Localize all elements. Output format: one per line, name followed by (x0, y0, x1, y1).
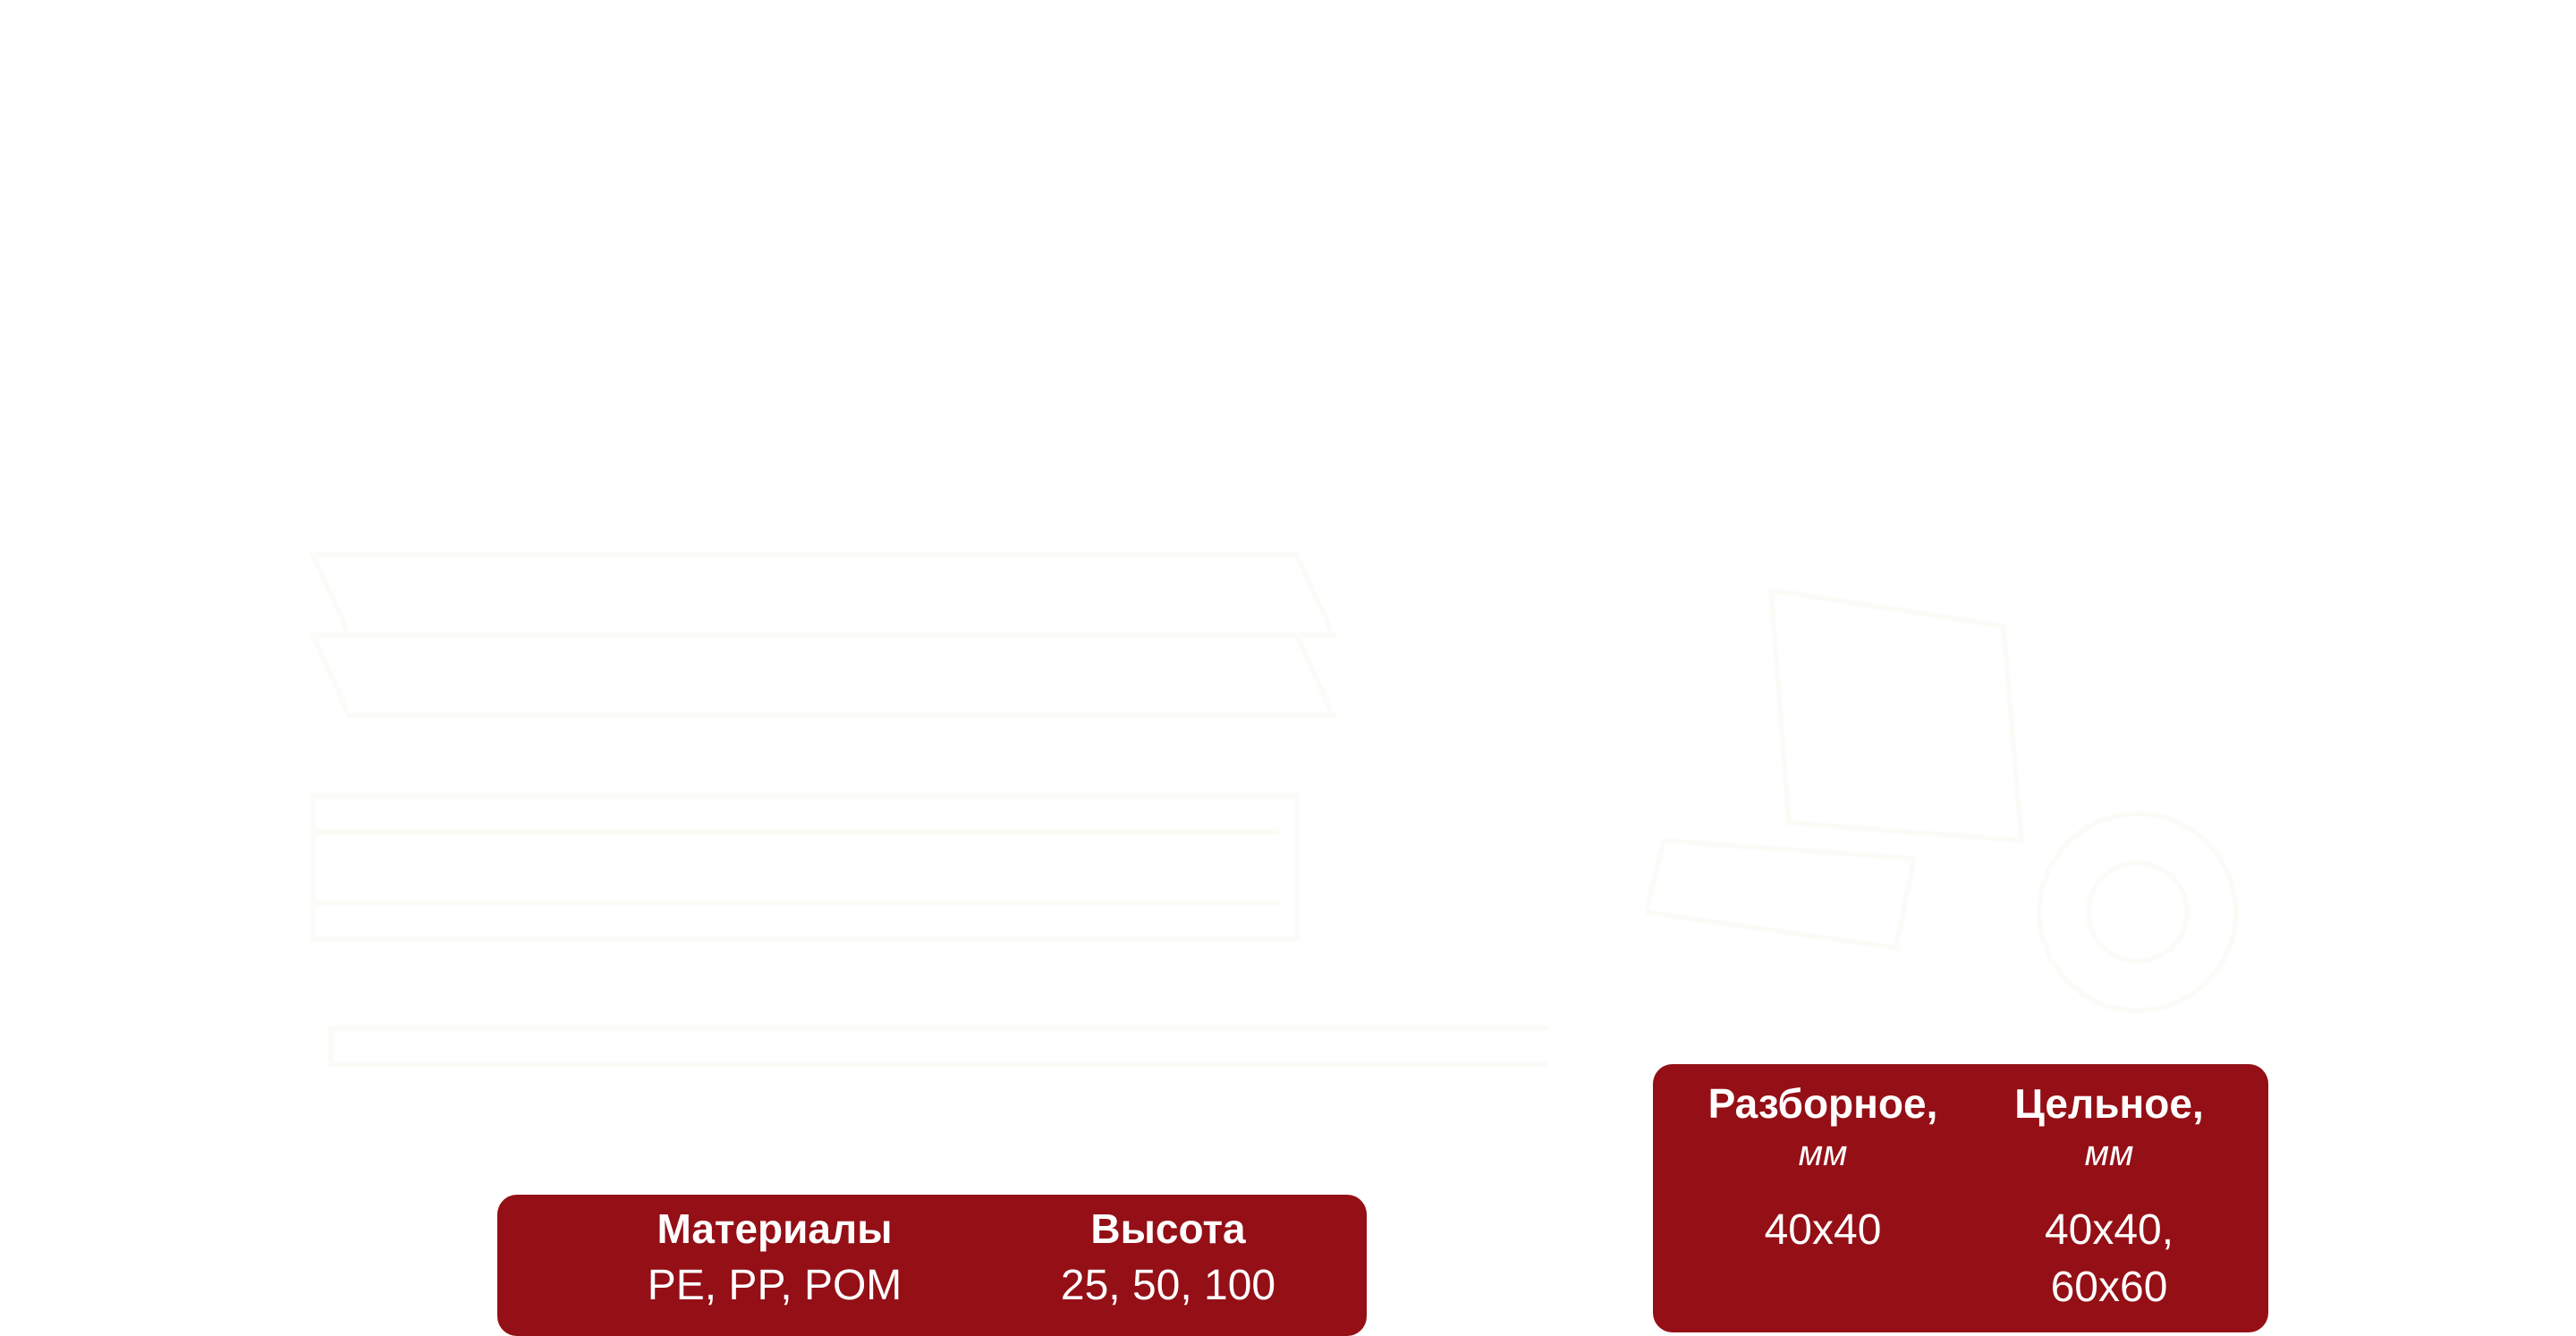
grid-tile-illustration (309, 552, 1547, 1067)
height-value: 25, 50, 100 (1060, 1262, 1276, 1309)
collapsible-unit: мм (1798, 1134, 1848, 1173)
solid-unit: мм (2084, 1134, 2134, 1173)
materials-value: PE, PP, POM (647, 1262, 902, 1309)
height-column: Высота 25, 50, 100 (998, 1204, 1338, 1315)
sizes-card: Разборное, мм 40x40 Цельное, мм 40x40, 6… (1653, 1064, 2268, 1332)
materials-header: Материалы (657, 1205, 893, 1252)
collapsible-size-column: Разборное, мм 40x40 (1680, 1078, 1966, 1259)
collapsible-header: Разборное, (1707, 1080, 1938, 1127)
collapsible-value: 40x40 (1764, 1206, 1882, 1254)
solid-size-column: Цельное, мм 40x40, 60x60 (1975, 1078, 2243, 1316)
height-header: Высота (1090, 1205, 1246, 1252)
materials-column: Материалы PE, PP, POM (551, 1204, 998, 1315)
solid-header: Цельное, (2014, 1080, 2204, 1127)
solid-value: 40x40, (2044, 1206, 2174, 1254)
materials-height-card: Материалы PE, PP, POM Высота 25, 50, 100 (497, 1195, 1367, 1336)
shoe-sole-illustration (1646, 587, 2239, 1013)
solid-value-2: 60x60 (2050, 1264, 2168, 1311)
